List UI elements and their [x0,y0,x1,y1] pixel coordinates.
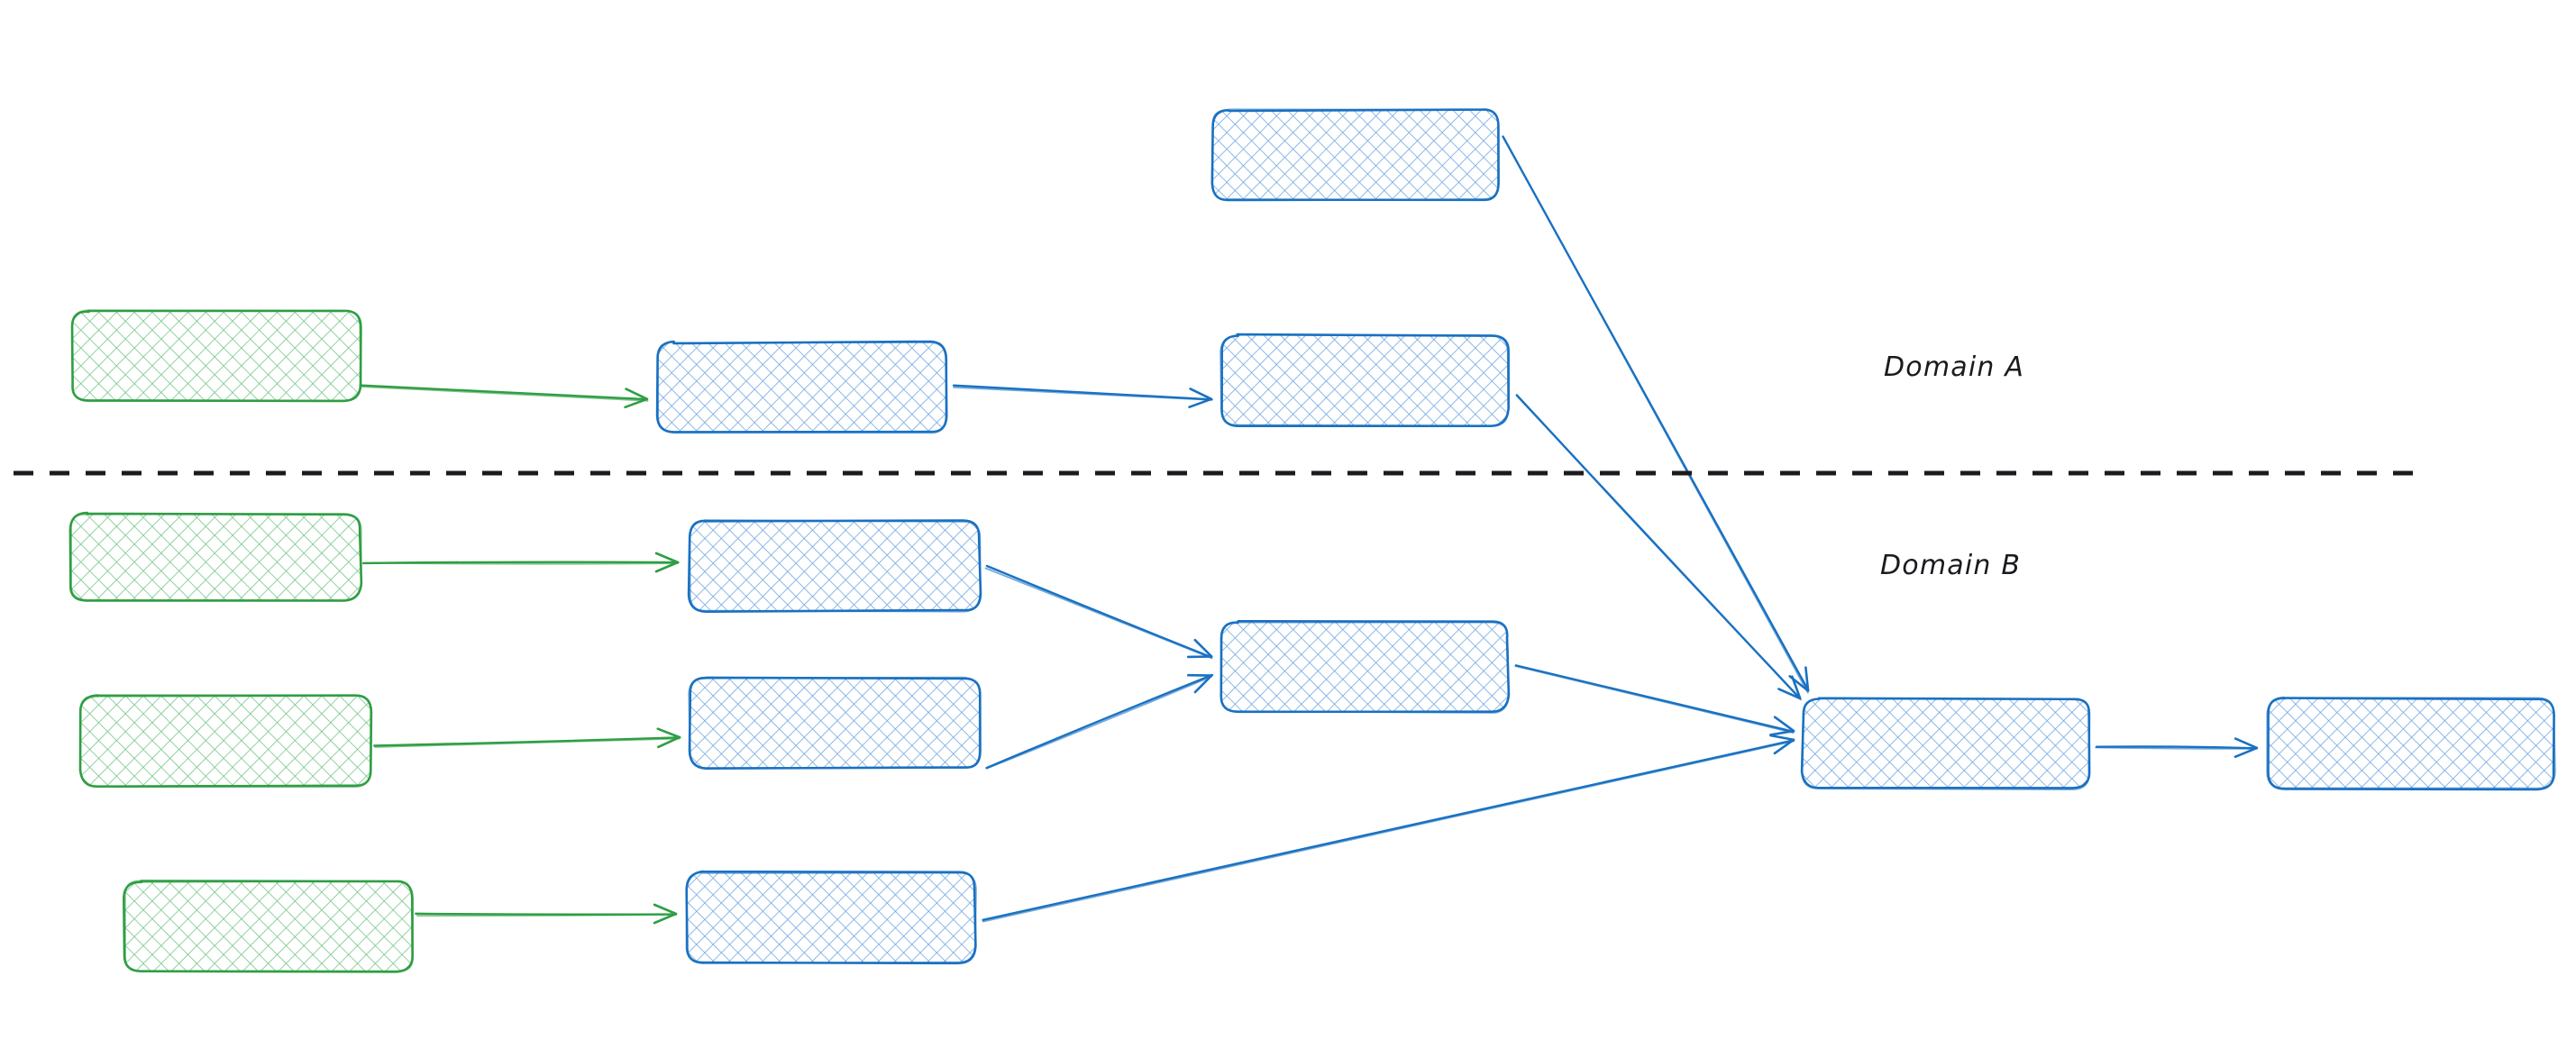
node-a-proc-3[interactable] [1212,110,1499,200]
node-b-sink [2266,697,2556,791]
node-a-proc-2 [1219,333,1510,427]
node-a-src-1 [70,309,362,403]
edge-e3 [1502,135,1810,694]
node-a-proc-3 [1210,108,1500,202]
node-b-proc-1[interactable] [690,521,980,611]
node-b-src-1 [69,511,363,602]
node-b-mid [1219,620,1511,714]
edge-e6 [373,727,681,749]
node-b-hub [1800,697,2091,790]
node-b-src-3[interactable] [124,881,413,971]
edge-e2 [952,384,1213,408]
edge-e7 [415,903,678,925]
node-b-proc-3[interactable] [687,872,975,962]
node-b-proc-1 [687,519,982,613]
node-b-sink[interactable] [2268,698,2554,789]
edge-e12 [2095,737,2259,759]
node-a-proc-1 [655,340,948,434]
node-b-proc-2 [688,676,982,770]
node-a-src-1[interactable] [72,311,361,401]
node-b-src-2 [78,694,373,788]
domain-label-domain-b: Domain B [1880,550,2022,581]
edge-e9 [985,673,1214,770]
node-b-src-1[interactable] [70,514,361,600]
node-b-hub[interactable] [1803,698,2089,789]
edge-e5 [361,552,680,573]
edge-e4 [1515,394,1802,701]
edge-e1 [359,384,649,409]
node-b-src-2[interactable] [81,696,371,786]
edge-e11 [982,734,1795,923]
node-a-proc-2[interactable] [1221,335,1508,425]
node-b-proc-3 [685,870,977,965]
edges-layer [359,135,2259,925]
node-b-proc-2[interactable] [690,678,980,768]
node-a-proc-1[interactable] [658,342,946,433]
domain-label-domain-a: Domain A [1884,351,2025,383]
edge-e8 [984,564,1213,660]
node-b-mid[interactable] [1221,622,1508,712]
edge-e10 [1514,664,1795,736]
nodes-layer [69,108,2556,973]
node-b-src-3 [123,880,415,973]
